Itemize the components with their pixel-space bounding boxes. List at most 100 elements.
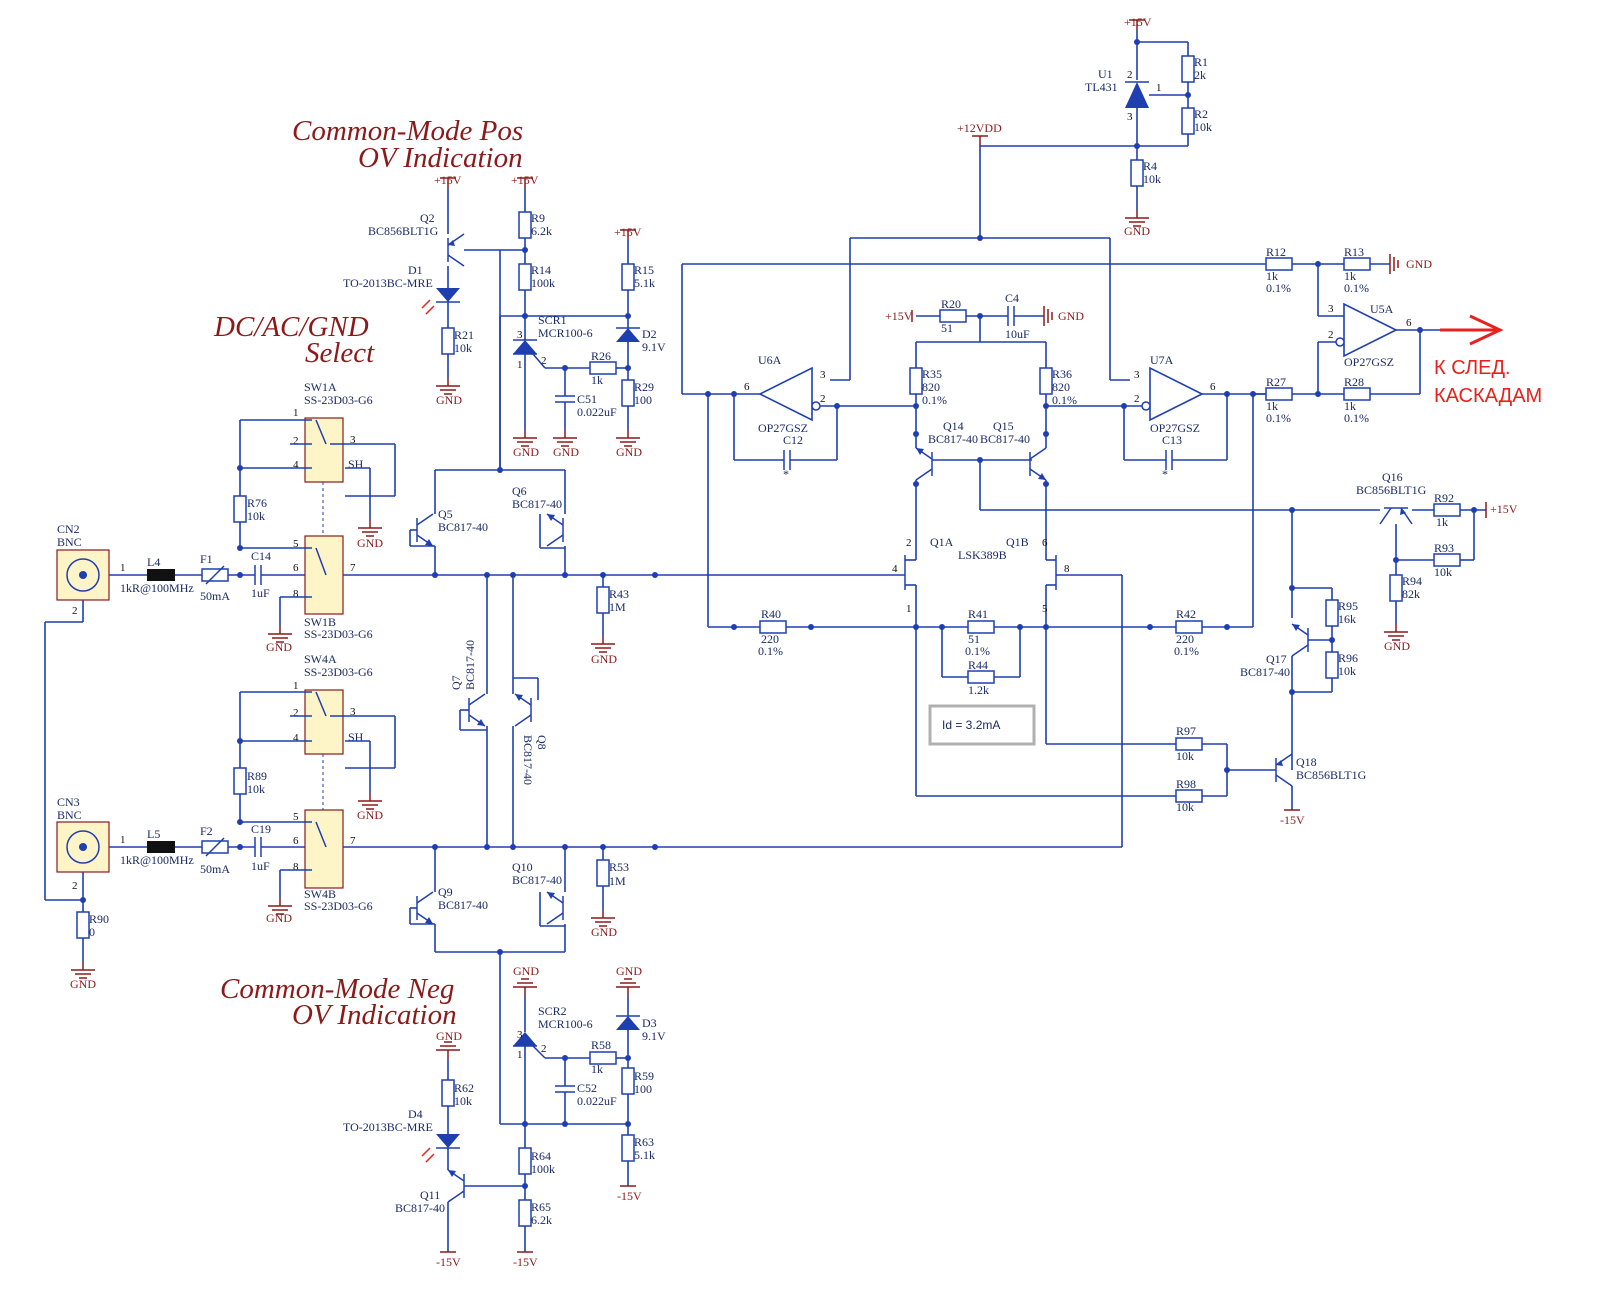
opamp-u7a: 326 U7A OP27GSZ <box>1134 353 1216 435</box>
svg-text:SCR1: SCR1 <box>538 313 567 327</box>
svg-text:0.1%: 0.1% <box>1266 281 1291 295</box>
svg-text:220: 220 <box>761 632 779 646</box>
svg-text:+15V: +15V <box>1124 15 1152 29</box>
fuse-f1: F1 50mA <box>200 552 230 603</box>
svg-text:GND: GND <box>1058 309 1084 323</box>
svg-text:OP27GSZ: OP27GSZ <box>758 421 808 435</box>
svg-text:5.1k: 5.1k <box>634 276 655 290</box>
resistor-r15: R15 5.1k <box>621 263 655 291</box>
svg-text:GND: GND <box>591 925 617 939</box>
svg-text:6: 6 <box>1042 537 1048 549</box>
resistor-r90: R90 0 <box>76 911 109 939</box>
svg-text:R20: R20 <box>941 297 961 311</box>
svg-text:R95: R95 <box>1338 599 1358 613</box>
svg-text:Q6: Q6 <box>512 484 527 498</box>
svg-text:10k: 10k <box>1194 120 1212 134</box>
output-label-1: К СЛЕД. <box>1434 357 1511 379</box>
svg-text:R53: R53 <box>609 860 629 874</box>
svg-text:1k: 1k <box>591 1062 603 1076</box>
svg-text:2: 2 <box>72 605 78 617</box>
svg-text:U1: U1 <box>1098 67 1113 81</box>
svg-text:SCR2: SCR2 <box>538 1004 567 1018</box>
svg-text:-15V: -15V <box>1280 813 1305 827</box>
svg-text:1k: 1k <box>591 373 603 387</box>
svg-text:R65: R65 <box>531 1200 551 1214</box>
svg-text:Q10: Q10 <box>512 860 533 874</box>
resistor-r28: R28 1k 0.1% <box>1343 375 1371 425</box>
svg-text:+15V: +15V <box>614 225 642 239</box>
svg-text:L4: L4 <box>147 555 160 569</box>
resistor-r62: R62 10k <box>441 1079 474 1108</box>
resistor-r35: R35 820 0.1% <box>909 367 947 407</box>
svg-text:+15V: +15V <box>1490 502 1518 516</box>
resistor-r94: R94 82k <box>1389 574 1422 602</box>
svg-text:Q1A: Q1A <box>930 535 954 549</box>
svg-text:10k: 10k <box>1143 172 1161 186</box>
svg-text:F2: F2 <box>200 824 213 838</box>
svg-text:Q5: Q5 <box>438 507 453 521</box>
svg-text:2: 2 <box>72 880 78 892</box>
svg-text:SS-23D03-G6: SS-23D03-G6 <box>304 393 373 407</box>
svg-text:50mA: 50mA <box>200 589 230 603</box>
svg-text:Q15: Q15 <box>993 419 1014 433</box>
svg-text:1kR@100MHz: 1kR@100MHz <box>120 853 194 867</box>
svg-text:Q2: Q2 <box>420 211 435 225</box>
svg-text:GND: GND <box>553 445 579 459</box>
svg-text:*: * <box>1162 467 1168 481</box>
svg-text:4: 4 <box>892 563 898 575</box>
capacitor-c14: C14 1uF <box>251 549 271 600</box>
svg-text:TL431: TL431 <box>1085 80 1118 94</box>
svg-text:SH: SH <box>348 730 364 744</box>
svg-text:2k: 2k <box>1194 68 1206 82</box>
svg-text:GND: GND <box>1124 224 1150 238</box>
svg-text:4: 4 <box>293 459 299 471</box>
led-d1: D1 TO-2013BC-MRE <box>343 263 460 315</box>
lsk389-label: LSK389B <box>958 548 1007 562</box>
svg-text:R36: R36 <box>1052 367 1072 381</box>
svg-text:220: 220 <box>1176 632 1194 646</box>
svg-text:R21: R21 <box>454 328 474 342</box>
svg-text:1: 1 <box>906 603 912 615</box>
cn2-val: BNC <box>57 535 82 549</box>
resistor-r93: R93 10k <box>1433 541 1461 579</box>
svg-text:SW4A: SW4A <box>304 652 337 666</box>
svg-text:100: 100 <box>634 393 652 407</box>
svg-text:10k: 10k <box>247 782 265 796</box>
capacitor-c52: C52 0.022uF <box>555 1081 617 1108</box>
svg-text:0.1%: 0.1% <box>1344 411 1369 425</box>
transistor-q10: Q10 BC817-40 <box>512 847 566 952</box>
svg-text:+15V: +15V <box>885 309 913 323</box>
svg-text:6.2k: 6.2k <box>531 224 552 238</box>
jfet-q1a: 241 Q1A <box>892 535 954 796</box>
svg-text:R43: R43 <box>609 587 629 601</box>
svg-text:10k: 10k <box>1434 565 1452 579</box>
svg-text:OP27GSZ: OP27GSZ <box>1344 355 1394 369</box>
svg-text:R28: R28 <box>1344 375 1364 389</box>
transistor-q7: Q7 BC817-40 <box>449 575 488 847</box>
resistor-r97: R97 10k <box>1175 724 1203 763</box>
svg-text:1k: 1k <box>1344 269 1356 283</box>
svg-text:R90: R90 <box>89 912 109 926</box>
svg-text:R4: R4 <box>1143 159 1157 173</box>
svg-text:GND: GND <box>266 640 292 654</box>
svg-text:7: 7 <box>350 562 356 574</box>
svg-text:BC856BLT1G: BC856BLT1G <box>1356 483 1427 497</box>
svg-text:R12: R12 <box>1266 245 1286 259</box>
svg-text:+12VDD: +12VDD <box>957 121 1002 135</box>
svg-text:R92: R92 <box>1434 491 1454 505</box>
svg-text:BC817-40: BC817-40 <box>521 735 535 785</box>
svg-text:1k: 1k <box>1266 269 1278 283</box>
svg-text:*: * <box>783 467 789 481</box>
title-dc-sel-2: Select <box>305 337 375 369</box>
svg-text:F1: F1 <box>200 552 213 566</box>
svg-text:0.1%: 0.1% <box>1266 411 1291 425</box>
svg-text:10uF: 10uF <box>1005 327 1030 341</box>
svg-text:100k: 100k <box>531 1162 555 1176</box>
svg-text:10k: 10k <box>454 1094 472 1108</box>
resistor-r65: R65 6.2k <box>518 1199 552 1227</box>
svg-text:R63: R63 <box>634 1135 654 1149</box>
